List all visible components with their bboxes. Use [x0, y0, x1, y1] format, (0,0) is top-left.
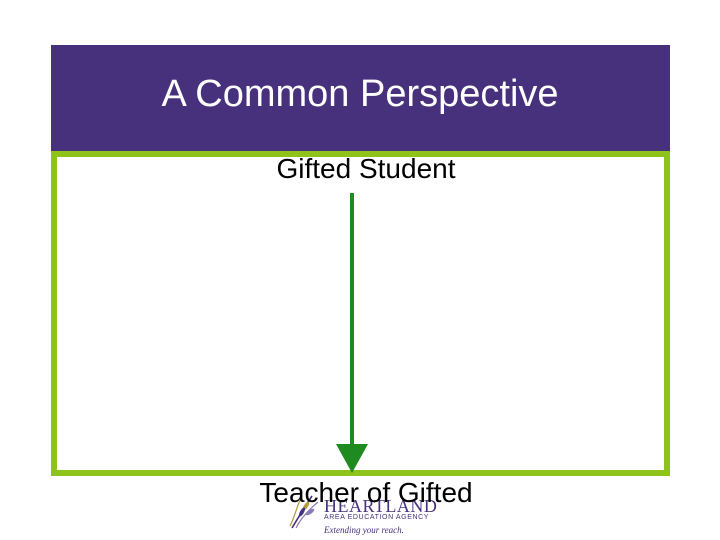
content-frame [51, 151, 670, 476]
logo-subtitle: AREA EDUCATION AGENCY [324, 514, 430, 521]
heartland-logo: HEARTLAND AREA EDUCATION AGENCY Extendin… [284, 492, 454, 538]
bottom-label: Teacher of Gifted [259, 477, 473, 508]
title-bar [51, 45, 670, 151]
top-label: Gifted Student [276, 153, 456, 184]
logo-tagline: Extending your reach. [324, 525, 404, 535]
wheat-logo-icon [289, 495, 319, 529]
arrow-head [336, 444, 368, 473]
logo-name: HEARTLAND [324, 496, 438, 516]
slide-title: A Common Perspective [161, 73, 559, 115]
